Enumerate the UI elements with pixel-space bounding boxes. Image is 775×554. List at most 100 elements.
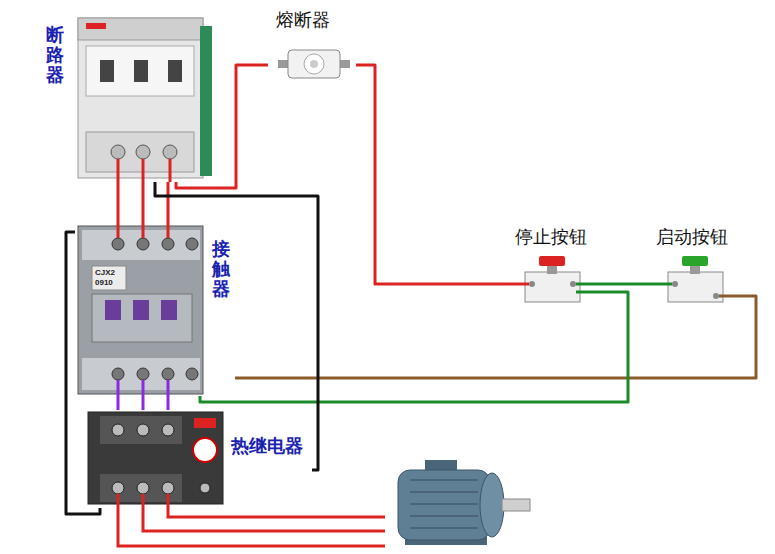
wire-stub <box>169 159 172 182</box>
wire <box>118 396 168 410</box>
device-label: 熔断器 <box>276 10 330 32</box>
wire-stub <box>117 222 120 238</box>
motor-leads <box>118 508 385 546</box>
motor-body <box>398 470 490 540</box>
terminal-screw <box>136 145 150 159</box>
contactor-window <box>105 300 121 320</box>
contactor-body <box>78 226 203 394</box>
contactor-top-strip <box>82 230 200 260</box>
motor-fin <box>410 479 478 481</box>
wire <box>235 296 756 378</box>
model-text: CJX2 <box>95 269 115 277</box>
terminal-screw <box>200 483 210 493</box>
breaker-panel <box>86 46 194 96</box>
wire-stub <box>167 380 170 396</box>
model-plate <box>92 266 126 290</box>
wire <box>356 65 505 284</box>
start-button-box: 启动按钮 <box>648 225 745 307</box>
relay-reset <box>194 418 216 428</box>
wire-stub <box>117 159 120 182</box>
fuse-box: 熔断器 <box>268 8 356 85</box>
terminal-screw <box>112 424 124 436</box>
wire <box>118 182 168 222</box>
model-text: 0910 <box>95 279 113 287</box>
device-label: 停止按钮 <box>515 227 587 249</box>
thermal-relay-box: 热继电器 <box>85 410 312 508</box>
relay-body <box>88 412 223 504</box>
thermal-relay-device <box>88 412 223 508</box>
device-label: 断路器 <box>46 26 64 85</box>
terminal-screw <box>112 368 124 380</box>
terminal-screw <box>672 281 678 287</box>
terminal-screw <box>162 482 174 494</box>
relay-terminal-block <box>100 474 182 502</box>
terminal-screw <box>186 368 198 380</box>
wire-stub <box>142 380 145 396</box>
terminal-screw <box>137 238 149 250</box>
relay-dial <box>193 438 217 462</box>
button-cap <box>682 256 708 266</box>
fuse-cap <box>304 54 324 74</box>
wire <box>176 65 268 188</box>
contactor-window <box>161 300 177 320</box>
motor-lead <box>118 508 385 546</box>
wire-stub <box>142 159 145 182</box>
wire <box>200 292 628 402</box>
wire-stub <box>142 494 145 508</box>
wire-stub <box>167 494 170 508</box>
fuse-device <box>278 50 350 78</box>
motor-fin <box>410 491 478 493</box>
breaker-handle <box>168 60 182 82</box>
motor-lead <box>143 508 385 531</box>
motor-fin <box>410 503 478 505</box>
breaker-body <box>78 18 203 178</box>
terminal-screw <box>111 145 125 159</box>
breaker-handle <box>134 60 148 82</box>
wire <box>155 182 318 470</box>
breaker-box: 断路器 <box>42 10 215 182</box>
device-label: 启动按钮 <box>656 227 728 249</box>
terminal-screw <box>713 293 719 299</box>
terminal-screw <box>162 424 174 436</box>
breaker-top <box>78 18 203 40</box>
stop-button-device <box>505 256 605 302</box>
motor-end-cap <box>480 473 504 537</box>
terminal-screw <box>186 238 198 250</box>
device-label: 接触器 <box>212 240 230 299</box>
stop-button-box: 停止按钮 <box>505 225 605 307</box>
button-base <box>525 272 580 302</box>
wire <box>605 283 648 286</box>
motor-lead <box>168 508 385 517</box>
contactor-device <box>78 222 203 396</box>
wire-stub <box>505 283 529 286</box>
terminal-screw <box>570 281 576 287</box>
terminal-screw <box>163 145 177 159</box>
wire-stub <box>167 222 170 238</box>
button-cap <box>539 256 565 266</box>
terminal-screw <box>112 238 124 250</box>
contactor-center <box>92 294 192 342</box>
terminal-screw <box>137 424 149 436</box>
device-label: 热继电器 <box>231 436 303 458</box>
terminal-screw <box>137 482 149 494</box>
wire-stub <box>117 380 120 396</box>
breaker-terminal-block <box>86 132 194 172</box>
contactor-window <box>133 300 149 320</box>
breaker-side-bar <box>200 26 212 176</box>
wire-stub <box>648 283 672 286</box>
terminal-screw <box>112 482 124 494</box>
wire-stub <box>576 291 605 294</box>
button-base <box>668 272 723 302</box>
wire-stub <box>576 283 605 286</box>
fuse-cap-center <box>310 60 318 68</box>
motor-fin <box>410 515 478 517</box>
motor-shaft <box>502 499 530 511</box>
relay-terminal-block <box>100 416 182 444</box>
contactor-bottom-strip <box>82 358 200 390</box>
breaker-logo <box>86 23 106 29</box>
wire-stub <box>142 222 145 238</box>
